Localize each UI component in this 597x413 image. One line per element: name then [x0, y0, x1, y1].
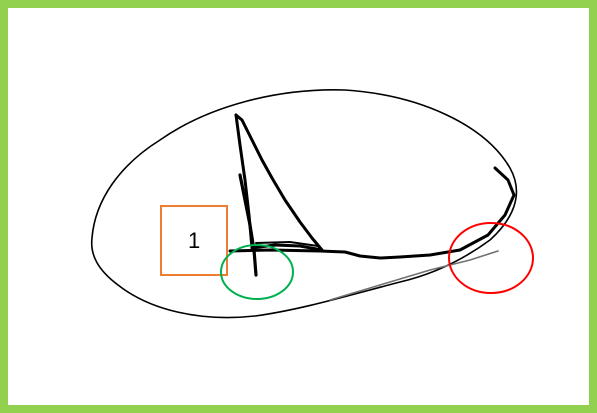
label-box-1-text: 1: [188, 228, 200, 253]
mast-stroke: [240, 175, 256, 275]
tail-line: [330, 251, 498, 300]
outer-blob-outline: [92, 90, 517, 318]
